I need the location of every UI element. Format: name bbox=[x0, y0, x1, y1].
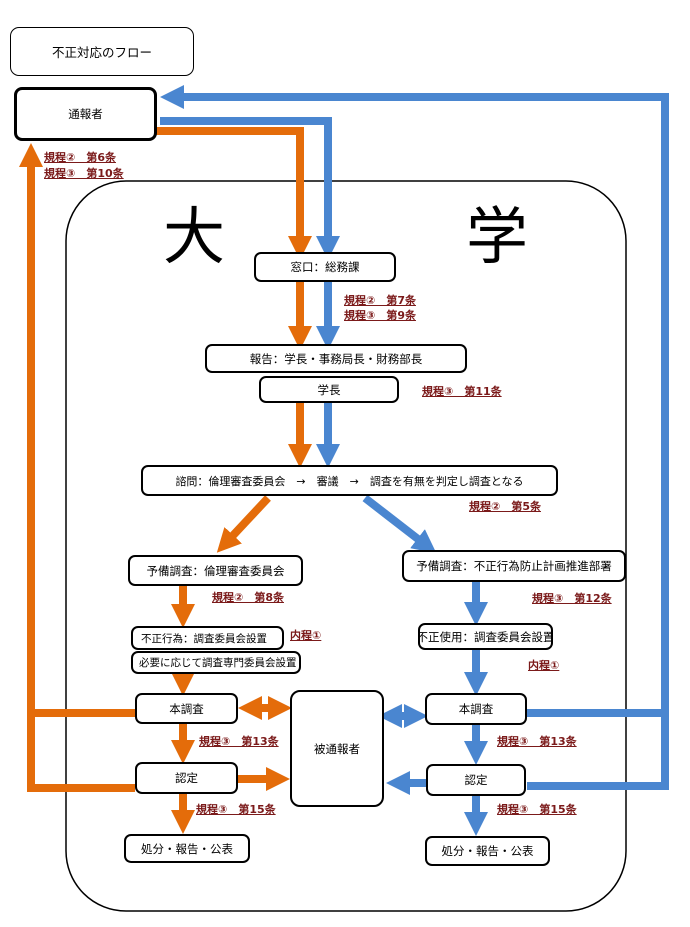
report-label: 報告：学長・事務局長・財務部長 bbox=[249, 351, 423, 366]
ref-label: 規程② 第5条 bbox=[469, 500, 541, 513]
page-title: 不正対応のフロー bbox=[51, 45, 152, 60]
inquiry-label: 諮問：倫理審査委員会 → 審議 → 調査を有無を判定し調査となる bbox=[175, 474, 524, 488]
orange-arrow-reporter-window bbox=[155, 127, 312, 260]
ref-label: 規程③ 第15条 bbox=[196, 803, 276, 816]
misconduct-node: 不正行為：調査委員会設置 bbox=[131, 626, 284, 650]
ref-label: 規程② 第7条 bbox=[344, 294, 416, 307]
subject-node: 被通報者 bbox=[290, 690, 384, 807]
prelim-right-node: 予備調査：不正行為防止計画推進部署 bbox=[402, 550, 626, 582]
reporter-node: 通報者 bbox=[14, 87, 157, 141]
blue-arrow-reporter-window bbox=[160, 117, 340, 260]
blue-arrow-inquiry-prelim bbox=[362, 494, 437, 554]
main-left-node: 本調査 bbox=[135, 693, 238, 724]
prelim-right-label: 予備調査：不正行為防止計画推進部署 bbox=[416, 559, 612, 573]
ref-label: 規程② 第6条 bbox=[44, 151, 116, 164]
ref-label: 規程③ 第11条 bbox=[422, 385, 502, 398]
ref-label: 規程③ 第15条 bbox=[497, 803, 577, 816]
window-label: 窓口：総務課 bbox=[290, 260, 360, 274]
cert-right-node: 認定 bbox=[426, 764, 526, 796]
ref-label: 内程① bbox=[290, 629, 322, 642]
ref-label: 規程③ 第13条 bbox=[199, 735, 279, 748]
window-node: 窓口：総務課 bbox=[254, 252, 396, 282]
president-label: 学長 bbox=[317, 382, 341, 397]
orange-feedback-line bbox=[27, 709, 135, 792]
main-left-label: 本調査 bbox=[169, 701, 204, 716]
report-node: 報告：学長・事務局長・財務部長 bbox=[205, 344, 467, 373]
cert-left-node: 認定 bbox=[135, 762, 238, 794]
subject-label: 被通報者 bbox=[314, 741, 360, 756]
prelim-left-node: 予備調査：倫理審査委員会 bbox=[128, 555, 303, 586]
main-right-label: 本調査 bbox=[458, 702, 494, 716]
main-right-node: 本調査 bbox=[425, 693, 527, 725]
university-char-2: 学 bbox=[466, 200, 529, 273]
president-node: 学長 bbox=[259, 376, 399, 403]
misuse-node: 不正使用：調査委員会設置 bbox=[418, 623, 553, 650]
ref-label: 規程③ 第13条 bbox=[497, 735, 577, 748]
ref-label: 規程③ 第9条 bbox=[344, 309, 416, 322]
ref-label: 規程③ 第12条 bbox=[532, 592, 612, 605]
prelim-left-label: 予備調査：倫理審査委員会 bbox=[146, 563, 285, 578]
reporter-label: 通報者 bbox=[68, 107, 103, 121]
cert-left-label: 認定 bbox=[175, 771, 198, 785]
disp-left-label: 処分・報告・公表 bbox=[141, 841, 233, 856]
blue-arrow-to-reporter bbox=[160, 85, 669, 713]
disp-right-node: 処分・報告・公表 bbox=[425, 836, 550, 866]
blue-feedback-line bbox=[527, 709, 669, 790]
disp-left-node: 処分・報告・公表 bbox=[124, 834, 250, 863]
misconduct-label: 不正行為：調査委員会設置 bbox=[141, 632, 267, 645]
expert-label: 必要に応じて調査専門委員会設置 bbox=[139, 657, 297, 669]
ref-label: 内程① bbox=[528, 659, 560, 672]
expert-node: 必要に応じて調査専門委員会設置 bbox=[131, 651, 301, 674]
title-box: 不正対応のフロー bbox=[10, 27, 194, 76]
disp-right-label: 処分・報告・公表 bbox=[441, 844, 534, 858]
ref-label: 規程② 第8条 bbox=[212, 591, 284, 604]
university-char-1: 大 bbox=[163, 200, 226, 273]
misuse-label: 不正使用：調査委員会設置 bbox=[418, 629, 553, 644]
ref-label: 規程③ 第10条 bbox=[44, 167, 124, 180]
cert-right-label: 認定 bbox=[464, 773, 488, 787]
orange-arrow-inquiry-prelim bbox=[216, 495, 271, 553]
inquiry-node: 諮問：倫理審査委員会 → 審議 → 調査を有無を判定し調査となる bbox=[141, 465, 558, 496]
